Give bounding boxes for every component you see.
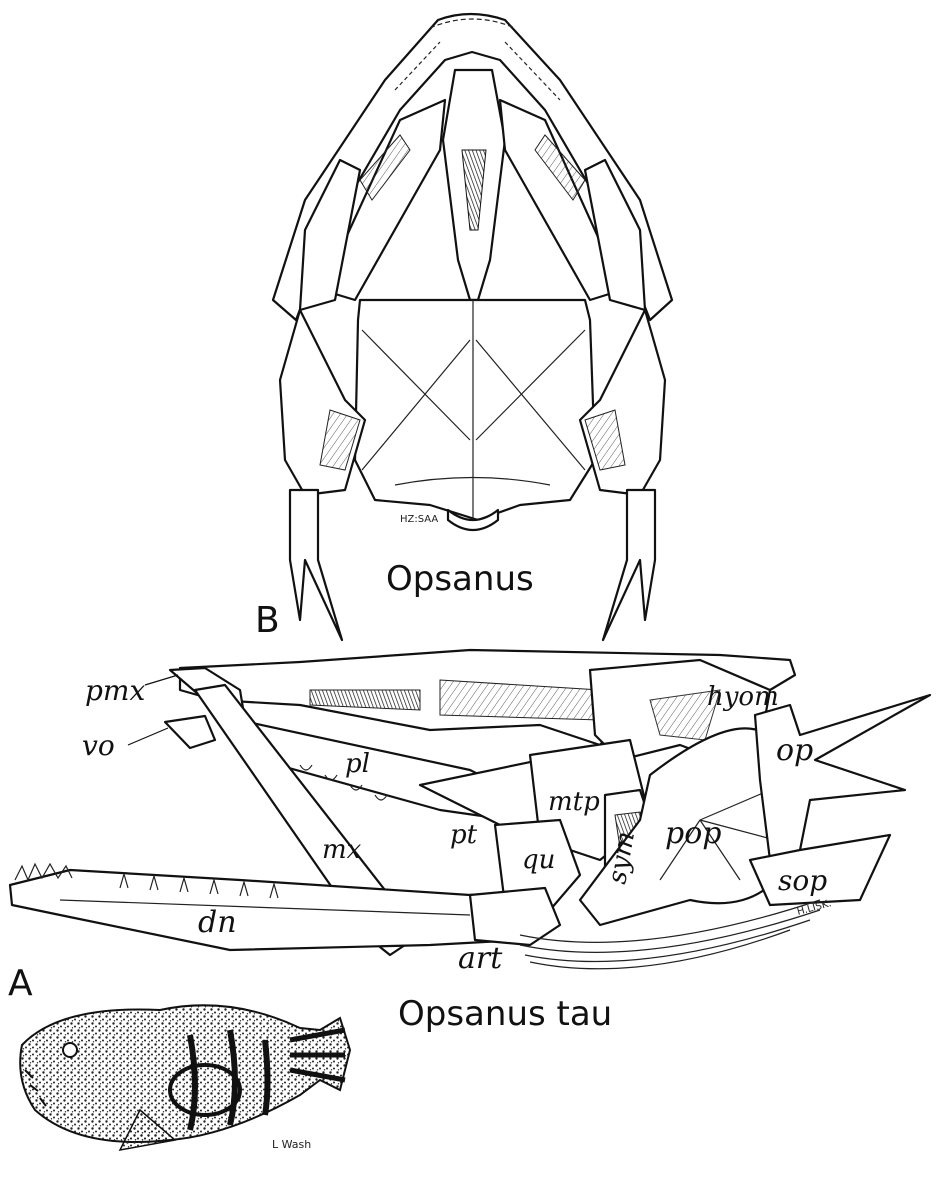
skull-ventral-view-b: HZ:SAA	[273, 14, 672, 640]
label-qu: qu	[522, 845, 555, 875]
signature-fish: L Wash	[272, 1138, 311, 1151]
label-pl: pl	[345, 749, 370, 779]
toadfish-illustration: L Wash	[20, 1005, 350, 1151]
label-sop: sop	[778, 864, 827, 897]
label-art: art	[458, 941, 503, 976]
label-mtp: mtp	[548, 787, 600, 817]
label-pop: pop	[665, 816, 721, 851]
signature-skull-b: HZ:SAA	[400, 514, 438, 525]
leader-pmx	[145, 675, 178, 685]
leader-vo	[128, 728, 168, 745]
label-pmx: pmx	[85, 674, 145, 707]
label-mx: mx	[322, 835, 362, 865]
panel-title-a: Opsanus tau	[398, 994, 612, 1034]
panel-letter-b: B	[255, 600, 280, 641]
label-vo: vo	[82, 729, 115, 762]
panel-letter-a: A	[8, 963, 33, 1004]
branchiostegal-rays	[520, 900, 820, 969]
label-dn: dn	[198, 905, 237, 940]
label-hyom: hyom	[707, 682, 779, 712]
panel-title-b: Opsanus	[386, 559, 534, 599]
skull-lateral-view-a: H.LISK.	[10, 650, 930, 969]
label-pt: pt	[450, 820, 478, 850]
label-op: op	[776, 733, 813, 768]
